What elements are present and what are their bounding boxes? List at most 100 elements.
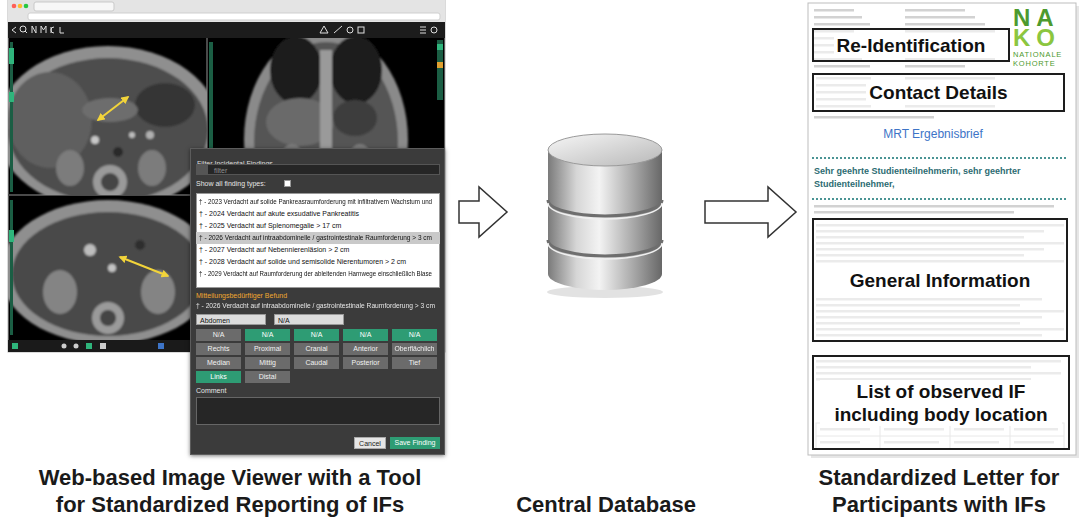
location-button-holder: Proximal [245, 343, 290, 355]
status-bar [86, 343, 92, 349]
mri-coronal [437, 40, 443, 100]
filter-icon [196, 164, 208, 175]
database-cylinder [548, 150, 662, 290]
database-icon: Central Database [511, 120, 701, 522]
mri-axial-upper [129, 132, 135, 138]
toolbar-icons [12, 26, 437, 33]
location-button-holder: Links [196, 371, 241, 383]
location-button-holder: Anterior [343, 343, 388, 355]
finding-type-item-holder: † - 2026 Verdacht auf intraabdominelle /… [199, 232, 437, 243]
selected-finding: † - 2026 Verdacht auf intraabdominelle /… [196, 301, 435, 311]
section-title-holder: General Information [847, 269, 1034, 292]
letter-text-line [814, 23, 870, 26]
mri-axial-upper [8, 42, 207, 195]
selected-finding-holder: † - 2026 Verdacht auf intraabdominelle /… [196, 301, 440, 311]
status-bar [74, 344, 79, 349]
letter-text-line [905, 65, 965, 68]
toolbar-icons [41, 26, 46, 33]
finding-type-item: † - 2024 Verdacht auf akute exsudative P… [199, 208, 359, 219]
status-bar [100, 343, 106, 349]
salutation: Sehr geehrte Studienteilnehmerin, sehr g… [814, 165, 1066, 191]
finding-type-item: † - 2023 Verdacht auf solide Pankreasrau… [199, 196, 432, 207]
location-button-holder: Distal [245, 371, 290, 383]
browser-window [8, 22, 445, 38]
mri-axial-lower [100, 310, 116, 326]
section-title: Contact Details [866, 81, 1010, 104]
mri-coronal [437, 44, 443, 50]
save-button-holder: Save Finding [390, 437, 440, 449]
toolbar-icons [20, 26, 26, 32]
mri-axial-upper [56, 150, 84, 186]
caption-holder: Central Database [511, 491, 701, 518]
mri-axial-upper [135, 83, 195, 127]
browser-window [28, 13, 440, 20]
section-title-holder: Re-Identification [834, 34, 989, 57]
location-button: N/A [311, 329, 323, 341]
finding-type-item: † - 2026 Verdacht auf intraabdominelle /… [199, 232, 432, 243]
mri-axial-upper [91, 136, 99, 144]
letter-text-line [814, 16, 862, 19]
logo-letters: NA [1013, 7, 1060, 29]
mri-coronal [330, 38, 382, 104]
letter-title-holder: MRT Ergebnisbrief [853, 126, 1013, 142]
database-cylinder [548, 134, 662, 166]
browser-window [8, 0, 445, 22]
finding-type-item-holder: † - 2023 Verdacht auf solide Pankreasrau… [199, 196, 437, 207]
letter-page [808, 3, 1079, 458]
toolbar-icons [51, 27, 54, 33]
mri-axial-lower [8, 200, 207, 340]
section-title-holder: Contact Details [866, 81, 1010, 104]
location-button-holder: Mittig [245, 357, 290, 369]
database-cylinder [548, 203, 662, 219]
mri-axial-upper [8, 58, 207, 195]
mri-axial-lower [108, 264, 116, 272]
caption: Web-based Image Viewer with a Tool for S… [10, 464, 450, 518]
select-box-holder: N/A [274, 314, 344, 325]
logo-text-holder: KOHORTE [1013, 59, 1056, 68]
browser-window [34, 2, 114, 11]
mri-axial-lower [120, 257, 168, 276]
location-button: Caudal [305, 357, 327, 369]
finding-type-item: † - 2027 Verdacht auf Nebennierenläsion … [199, 244, 349, 255]
mri-axial-upper [9, 48, 14, 64]
toolbar-icons [320, 26, 328, 33]
caption: Standardized Letter for Participants wit… [803, 464, 1075, 518]
location-button: Median [207, 357, 230, 369]
location-button: Posterior [351, 357, 379, 369]
letter-page [812, 157, 1068, 159]
salutation-holder: Sehr geehrte Studienteilnehmerin, sehr g… [814, 165, 1066, 191]
finding-type-item: † - 2029 Verdacht auf Raumforderung der … [199, 268, 432, 279]
location-button: N/A [213, 329, 225, 341]
toolbar-icons [334, 26, 342, 33]
location-button: Tief [409, 357, 420, 369]
status-bar [62, 344, 67, 349]
comment-field [196, 397, 440, 425]
location-button: Anterior [353, 343, 378, 355]
placeholder-text: filter [214, 165, 227, 176]
section-title-holder: List of observed IF including body locat… [820, 380, 1062, 426]
mri-coronal [437, 62, 443, 68]
mri-axial-upper [93, 165, 127, 195]
status-bar [158, 343, 164, 349]
browser-window [12, 4, 17, 9]
section-heading: Mitteilungsbedürftiger Befund [196, 291, 287, 301]
mri-axial-upper [8, 72, 92, 168]
toolbar-icons [32, 26, 36, 33]
location-button-holder: N/A [343, 329, 388, 341]
location-button: N/A [409, 329, 421, 341]
logo-text: NATIONALE [1013, 50, 1062, 59]
location-button: Mittig [259, 357, 276, 369]
logo-text-holder: NATIONALE [1013, 50, 1062, 59]
toolbar-icons [12, 27, 16, 33]
mri-axial-lower [8, 200, 207, 340]
caption: Central Database [516, 491, 696, 518]
location-button: Rechts [208, 343, 230, 355]
letter-text-line [814, 9, 854, 12]
section-title: List of observed IF including body locat… [820, 380, 1062, 426]
letter-text-line [814, 211, 1014, 214]
field-label: Comment [196, 386, 226, 396]
location-button: Oberflächlich [394, 343, 434, 355]
letter-text-line [814, 65, 870, 68]
checkbox-label: Show all finding types: [196, 179, 266, 189]
letter-section: General Information [812, 218, 1068, 342]
